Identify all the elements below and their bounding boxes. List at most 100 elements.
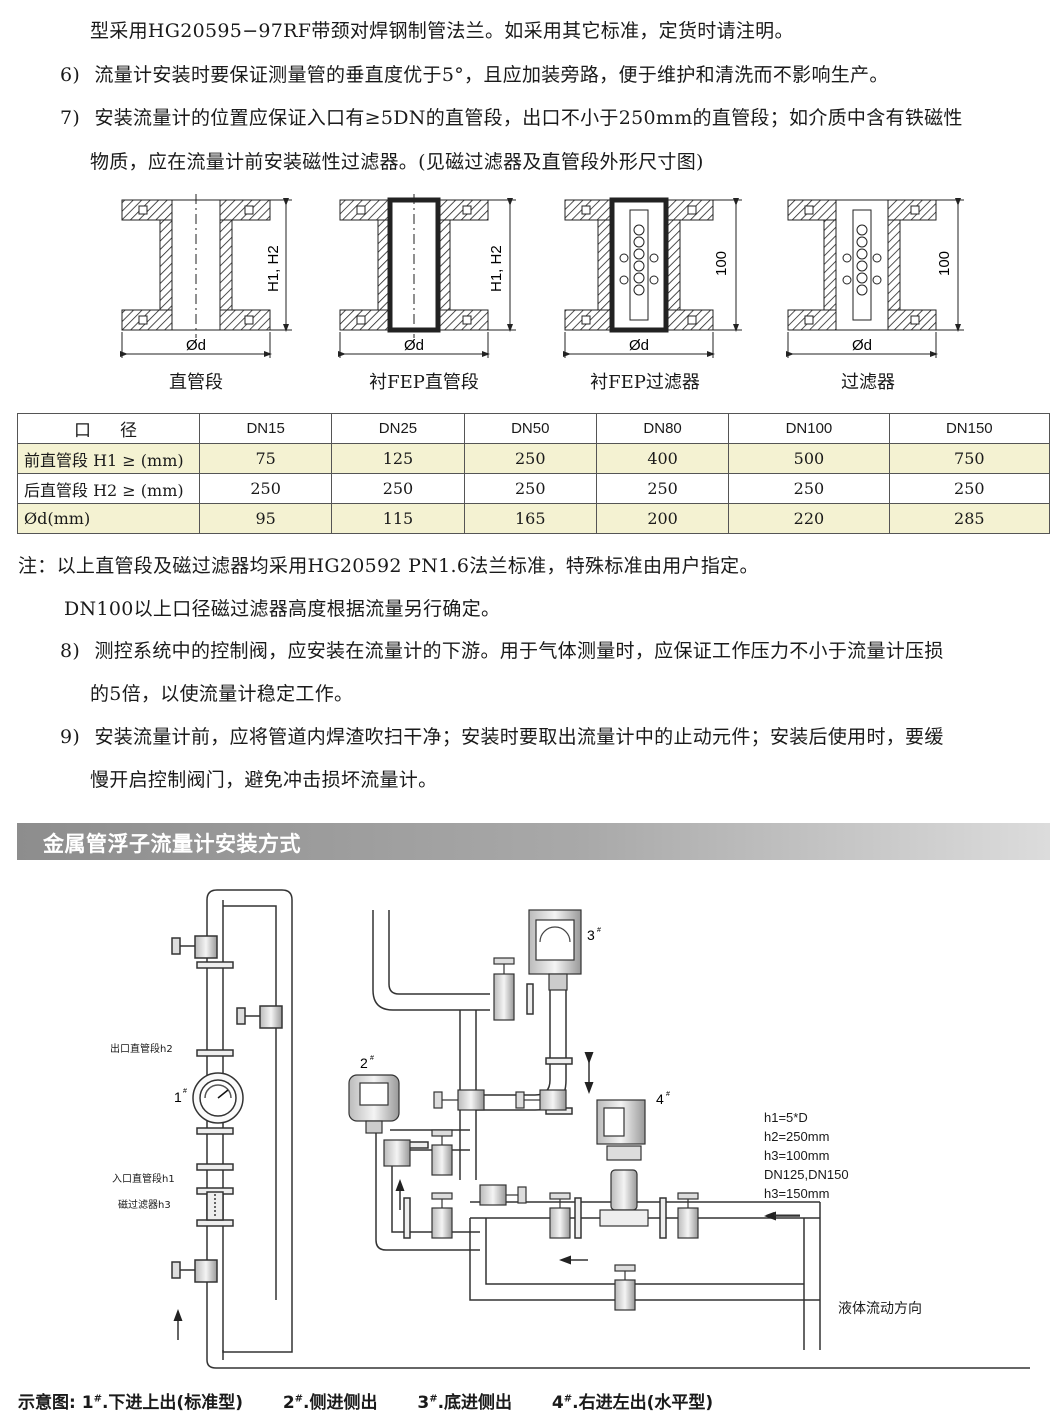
- legend-item-1: .下进上出(标准型): [101, 1393, 243, 1413]
- section-title-bar: 金属管浮子流量计安装方式: [17, 823, 1050, 860]
- table-cell: 285: [888, 503, 1051, 534]
- installation-diagram: 1 # 2 # 3 # 4 #: [171, 889, 1030, 1369]
- table-cell: 250: [888, 473, 1051, 504]
- table-cell: 250: [463, 473, 597, 504]
- fig1-caption: 直管段: [169, 372, 223, 393]
- table-cell: 125: [331, 443, 465, 474]
- table-header-cell: DN100: [728, 413, 890, 444]
- item-6: 6) 流量计安装时要保证测量管的垂直度优于5°，且应加装旁路，便于维护和清洗而不…: [60, 60, 889, 87]
- item-7-number: 7): [60, 107, 81, 129]
- item-7-text-b: 物质，应在流量计前安装磁性过滤器。(见磁过滤器及直管段外形尺寸图): [90, 151, 704, 173]
- section-figures: H1, H2 H1, H2 100 100 Ød Ød Ød Ød: [120, 194, 964, 358]
- item-8-number: 8): [60, 640, 81, 662]
- table-cell: 750: [888, 443, 1051, 474]
- fig3-caption: 衬FEP过滤器: [590, 372, 700, 393]
- table-row: 前直管段 H1 ≥ (mm) 75 125 250 400 500 750: [17, 443, 1051, 474]
- item-7: 7) 安装流量计的位置应保证入口有≥5DN的直管段，出口不小于250mm的直管段…: [60, 103, 963, 130]
- table-cell: 250: [198, 473, 333, 504]
- table-cell: 250: [728, 473, 890, 504]
- item-8-text-b: 的5倍，以使流量计稳定工作。: [90, 683, 354, 705]
- table-cell: 165: [463, 503, 597, 534]
- legend-item-3: .底进侧出: [437, 1393, 513, 1413]
- meter-2-number: 2: [360, 1055, 368, 1071]
- legend-sup1: #: [93, 1393, 102, 1405]
- note-2: DN100以上口径磁过滤器高度根据流量另行确定。: [64, 598, 501, 620]
- item-9-number: 9): [60, 726, 81, 748]
- param-dn: DN125,DN150: [764, 1167, 849, 1182]
- figure-fep-filter: [563, 197, 742, 358]
- table-cell: 250: [463, 443, 597, 474]
- meter-4-sup: #: [666, 1091, 670, 1098]
- figure-filter: [786, 198, 964, 358]
- fig3-dim-d: Ød: [629, 337, 649, 354]
- table-cell: 400: [595, 443, 730, 474]
- outlet-straight-label: 出口直管段h2: [110, 1044, 173, 1055]
- table-cell: 200: [595, 503, 730, 534]
- table-header-cell: DN50: [463, 413, 597, 444]
- param-h3: h3=100mm: [764, 1148, 830, 1163]
- fig4-dim-d: Ød: [852, 337, 872, 354]
- meter-1-number: 1: [174, 1089, 182, 1105]
- meter-3-sup: #: [597, 927, 601, 934]
- table-row-label: Ød(mm): [17, 503, 200, 534]
- legend-n4: 4: [551, 1393, 564, 1413]
- meter-2-sup: #: [370, 1055, 374, 1062]
- figure-straight-pipe: [120, 194, 292, 358]
- inlet-straight-label: 入口直管段h1: [112, 1174, 175, 1185]
- note-1: 注：以上直管段及磁过滤器均采用HG20592 PN1.6法兰标准，特殊标准由用户…: [18, 555, 759, 577]
- table-cell: 250: [331, 473, 465, 504]
- legend-item-4: .右进左出(水平型): [572, 1393, 714, 1413]
- item-8-text-a: 测控系统中的控制阀，应安装在流量计的下游。用于气体测量时，应保证工作压力不小于流…: [94, 640, 944, 662]
- table-row-label: 后直管段 H2 ≥ (mm): [17, 473, 200, 504]
- param-h2: h2=250mm: [764, 1129, 830, 1144]
- table-header-cell: 口 径: [17, 413, 200, 444]
- straight-pipe-table: 口 径 DN15 DN25 DN50 DN80 DN100 DN150 前直管段…: [17, 413, 1051, 534]
- table-cell: 500: [728, 443, 890, 474]
- table-cell: 220: [728, 503, 890, 534]
- param-h1: h1=5*D: [764, 1110, 808, 1125]
- fig2-caption: 衬FEP直管段: [369, 372, 479, 393]
- fig2-dim-d: Ød: [404, 337, 424, 354]
- table-header-row: 口 径 DN15 DN25 DN50 DN80 DN100 DN150: [17, 413, 1051, 444]
- table-row: Ød(mm) 95 115 165 200 220 285: [17, 503, 1051, 534]
- table-cell: 250: [595, 473, 730, 504]
- fig1-dim-d: Ød: [186, 337, 206, 354]
- legend-prefix: 示意图:: [18, 1393, 76, 1413]
- item-9: 9) 安装流量计前，应将管道内焊渣吹扫干净；安装时要取出流量计中的止动元件；安装…: [60, 722, 944, 749]
- config-1-vertical: [171, 889, 1030, 1369]
- param-h3-large: h3=150mm: [764, 1186, 830, 1201]
- paragraph-line-top: 型采用HG20595−97RF带颈对焊钢制管法兰。如采用其它标准，定货时请注明。: [90, 20, 794, 42]
- flow-direction-label: 液体流动方向: [838, 1301, 922, 1317]
- fig4-caption: 过滤器: [841, 372, 895, 393]
- section-title: 金属管浮子流量计安装方式: [43, 832, 301, 856]
- diagram-legend: 示意图: 1#.下进上出(标准型) 2#.侧进侧出 3#.底进侧出 4#.右进左…: [18, 1388, 713, 1413]
- legend-sup2: #: [294, 1393, 304, 1405]
- install-parameters: h1=5*D h2=250mm h3=100mm DN125,DN150 h3=…: [764, 1108, 849, 1203]
- table-header-cell: DN25: [331, 413, 465, 444]
- table-header-cell: DN15: [198, 413, 333, 444]
- item-8: 8) 测控系统中的控制阀，应安装在流量计的下游。用于气体测量时，应保证工作压力不…: [60, 636, 944, 663]
- magnetic-filter-label: 磁过滤器h3: [118, 1200, 171, 1211]
- meter-3-number: 3: [587, 927, 595, 943]
- legend-item-2: .侧进侧出: [303, 1393, 378, 1413]
- fig1-dim-h: H1, H2: [265, 245, 282, 292]
- config-2-3-4-pipework: [372, 910, 821, 1350]
- table-row-label: 前直管段 H1 ≥ (mm): [17, 443, 200, 474]
- item-7-text-a: 安装流量计的位置应保证入口有≥5DN的直管段，出口不小于250mm的直管段；如介…: [94, 107, 963, 129]
- fig4-dim-100: 100: [936, 251, 953, 276]
- item-9-text-b: 慢开启控制阀门，避免冲击损坏流量计。: [90, 769, 438, 791]
- table-header-cell: DN150: [888, 413, 1051, 444]
- item-6-text: 流量计安装时要保证测量管的垂直度优于5°，且应加装旁路，便于维护和清洗而不影响生…: [94, 64, 889, 86]
- table-cell: 75: [198, 443, 333, 474]
- table-cell: 95: [198, 503, 333, 534]
- meter-1-sup: #: [183, 1088, 187, 1095]
- legend-n3: 3: [417, 1393, 430, 1413]
- table-header-cell: DN80: [595, 413, 730, 444]
- legend-n2: 2: [282, 1393, 295, 1413]
- figure-fep-straight-pipe: [338, 194, 516, 358]
- legend-n1: 1: [81, 1393, 94, 1413]
- fig2-dim-h: H1, H2: [488, 245, 505, 292]
- item-9-text-a: 安装流量计前，应将管道内焊渣吹扫干净；安装时要取出流量计中的止动元件；安装后使用…: [94, 726, 944, 748]
- table-cell: 115: [331, 503, 465, 534]
- fig3-dim-100: 100: [713, 251, 730, 276]
